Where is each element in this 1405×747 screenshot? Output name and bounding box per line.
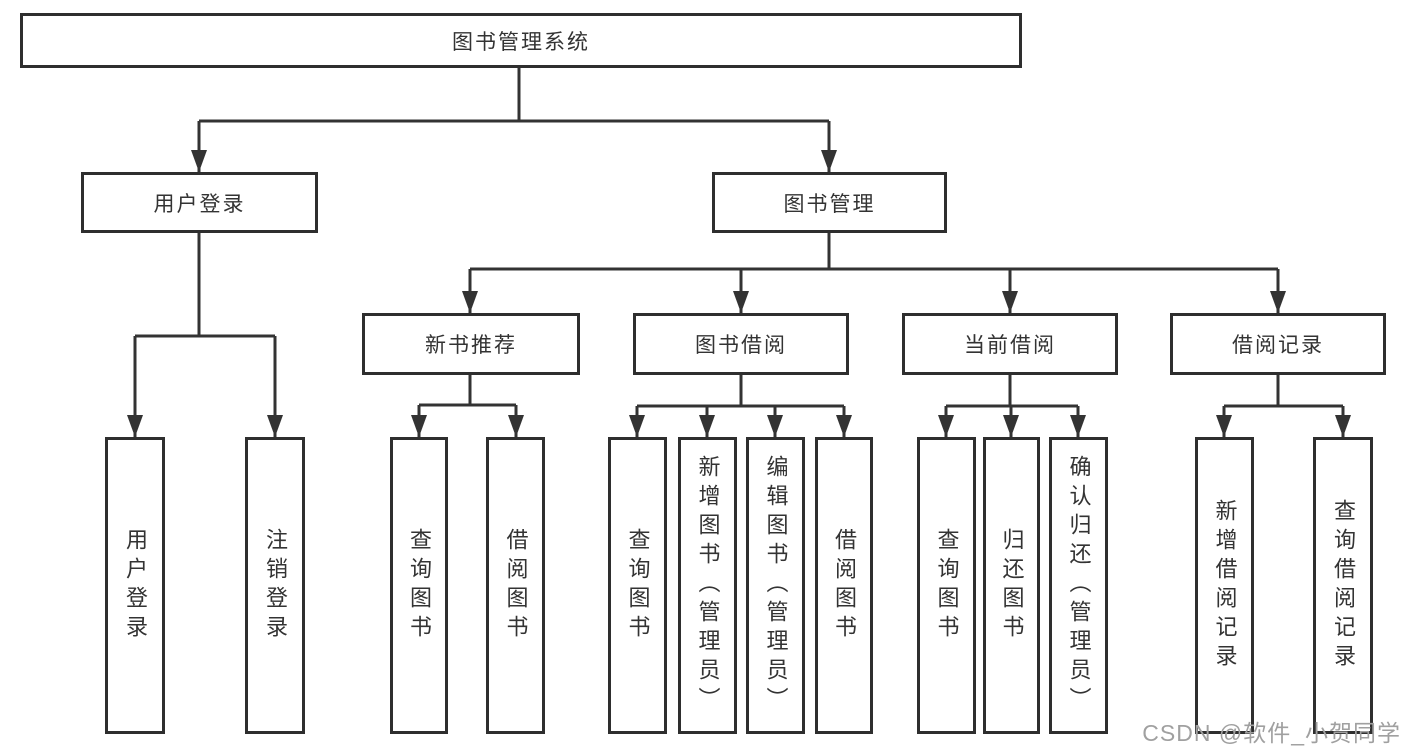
connector-br-to-leaves [1222,375,1345,437]
node-user-login-label: 用户登录 [153,192,246,216]
arrowhead-icon [629,415,645,437]
node-leaf-cb-query-books-label: 查询图书 [934,527,960,644]
node-leaf-user-login: 用户登录 [105,437,165,734]
node-leaf-cb-query-books: 查询图书 [917,437,976,734]
node-leaf-nbr-query-books-label: 查询图书 [407,527,432,644]
connector-user-login-to-leaves [133,233,277,437]
arrowhead-icon [767,415,783,437]
arrowhead-icon [1002,291,1018,313]
connector-root-to-level1 [197,68,831,172]
node-leaf-cb-return-books-label: 归还图书 [999,527,1025,644]
node-leaf-bb-query-books: 查询图书 [608,437,667,734]
node-leaf-cb-return-books: 归还图书 [983,437,1040,734]
node-leaf-br-add-record-label: 新增借阅记录 [1212,498,1238,673]
node-root-label: 图书管理系统 [452,30,590,54]
arrowhead-icon [938,415,954,437]
node-book-management-label: 图书管理 [783,192,876,216]
arrowhead-icon [1070,415,1086,437]
arrowhead-icon [699,415,715,437]
arrowhead-icon [733,291,749,313]
node-leaf-cb-confirm-return-label: 确认归还（管理员） [1066,455,1092,716]
arrowhead-icon [1003,415,1019,437]
node-leaf-bb-borrow-books-label: 借阅图书 [832,527,857,644]
node-book-borrowing: 图书借阅 [633,313,849,375]
node-book-management: 图书管理 [712,172,947,233]
connector-nbr-to-leaves [417,375,518,437]
node-leaf-br-add-record: 新增借阅记录 [1195,437,1254,734]
node-leaf-bb-borrow-books: 借阅图书 [815,437,873,734]
node-leaf-nbr-borrow-books-label: 借阅图书 [503,527,529,644]
node-current-borrowing: 当前借阅 [902,313,1118,375]
node-leaf-br-query-record-label: 查询借阅记录 [1331,498,1356,673]
node-leaf-bb-edit-books: 编辑图书（管理员） [746,437,805,734]
node-book-borrowing-label: 图书借阅 [695,334,787,357]
node-leaf-user-login-label: 用户登录 [123,527,148,644]
node-borrowing-records-label: 借阅记录 [1232,334,1324,357]
arrowhead-icon [462,291,478,313]
node-leaf-bb-edit-books-label: 编辑图书（管理员） [763,455,789,716]
arrowhead-icon [1270,291,1286,313]
arrowheads [127,150,1351,437]
node-leaf-bb-add-books: 新增图书（管理员） [678,437,737,734]
node-user-login: 用户登录 [81,172,318,233]
arrowhead-icon [191,150,207,172]
connector-bb-to-leaves [635,375,846,437]
node-leaf-bb-add-books-label: 新增图书（管理员） [695,455,721,716]
node-new-book-recommend-label: 新书推荐 [425,334,517,357]
node-leaf-nbr-borrow-books: 借阅图书 [486,437,545,734]
node-leaf-bb-query-books-label: 查询图书 [625,527,651,644]
arrowhead-icon [127,415,143,437]
node-leaf-logout-label: 注销登录 [263,527,288,644]
connector-book-mgmt-to-groups [468,233,1280,313]
node-leaf-cb-confirm-return: 确认归还（管理员） [1049,437,1108,734]
arrowhead-icon [411,415,427,437]
node-leaf-br-query-record: 查询借阅记录 [1313,437,1373,734]
node-current-borrowing-label: 当前借阅 [964,334,1056,357]
watermark: CSDN @软件_小贺同学 [1142,720,1401,746]
arrowhead-icon [508,415,524,437]
node-leaf-nbr-query-books: 查询图书 [390,437,448,734]
arrowhead-icon [1335,415,1351,437]
node-new-book-recommend: 新书推荐 [362,313,580,375]
arrowhead-icon [267,415,283,437]
arrowhead-icon [836,415,852,437]
node-borrowing-records: 借阅记录 [1170,313,1386,375]
node-root: 图书管理系统 [20,13,1022,68]
arrowhead-icon [821,150,837,172]
arrowhead-icon [1216,415,1232,437]
node-leaf-logout: 注销登录 [245,437,305,734]
